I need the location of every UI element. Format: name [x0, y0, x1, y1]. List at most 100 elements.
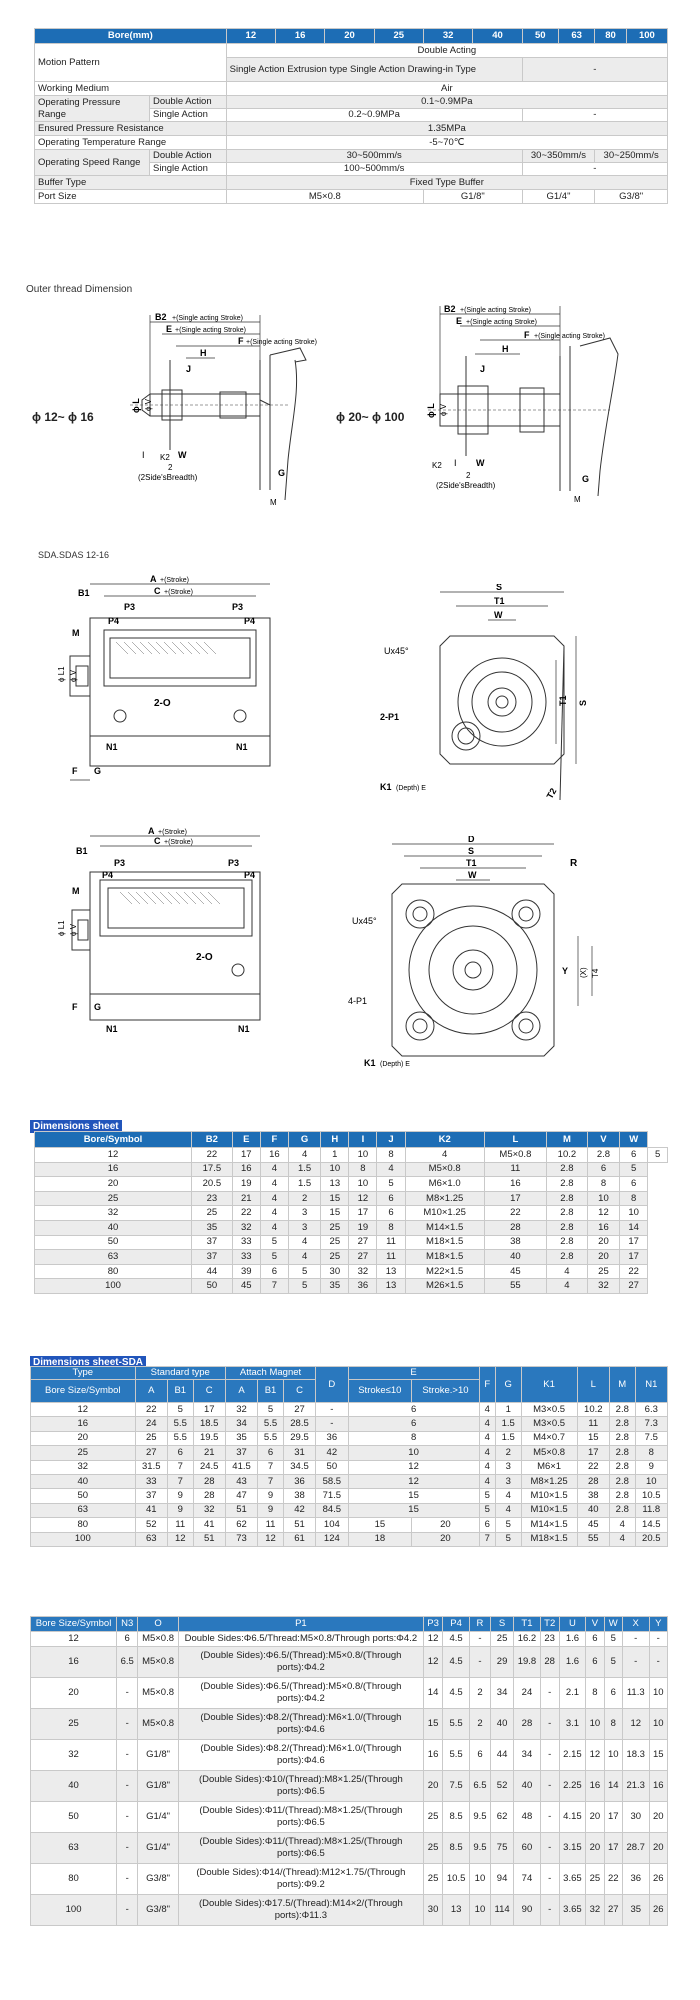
p1-cell: 28 — [513, 1708, 541, 1740]
p1-cell: 35 — [621, 1894, 650, 1926]
spec-header-cell: 63 — [557, 28, 596, 44]
dims-cell: 32 — [586, 1278, 621, 1294]
p1-cell: 16 — [422, 1739, 444, 1771]
p1-cell: - — [648, 1646, 669, 1678]
p1-header-cell: Bore Size/Symbol — [29, 1616, 118, 1632]
sda2-c: C — [154, 836, 161, 846]
dims-header-cell: I — [348, 1131, 378, 1148]
p1-cell: - — [539, 1708, 560, 1740]
p1-row: 80-G3/8"(Double Sides):Φ14/(Thread):M12×… — [29, 1863, 669, 1895]
dims-cell: 32 — [34, 1205, 192, 1221]
sda-side-view-upper: A +(Stroke) C +(Stroke) B1 P3 P3 P4 P4 M… — [57, 574, 271, 781]
p1-cell: 40 — [29, 1770, 118, 1802]
p1-cell: - — [116, 1708, 139, 1740]
p1-cell: G1/8" — [137, 1739, 179, 1771]
sda2-f: F — [72, 1002, 78, 1012]
dims-cell: 10 — [348, 1176, 378, 1192]
sda1-p3-left: P3 — [124, 602, 135, 612]
p1-cell: 2.25 — [558, 1770, 587, 1802]
p1-cell: (Double Sides):Φ8.2/(Thread):M6×1.0/(Thr… — [177, 1739, 424, 1771]
dims-cell: 44 — [191, 1263, 233, 1280]
p1-cell: 25 — [422, 1832, 444, 1864]
dims-cell: 2.8 — [546, 1234, 588, 1251]
dims-cell: 10 — [320, 1161, 350, 1178]
dims-cell: 1.5 — [287, 1161, 322, 1178]
p1-cell: 17 — [603, 1801, 623, 1833]
ot-left-m: M — [270, 498, 277, 507]
sda1-a-note: +(Stroke) — [160, 577, 189, 584]
p1-header-cell: R — [468, 1616, 492, 1632]
sda-th-magnet: Attach Magnet — [224, 1366, 317, 1380]
sda-cell: 3 — [494, 1459, 522, 1475]
sda-cell: M14×1.5 — [520, 1517, 578, 1533]
sda-th-a2: A — [224, 1379, 259, 1403]
p1-cell: 48 — [513, 1801, 541, 1833]
p1-cell: - — [539, 1770, 560, 1802]
sda2-a: A — [148, 826, 155, 836]
sda-cell: 100 — [30, 1531, 136, 1547]
dims-cell: 5 — [619, 1161, 649, 1178]
p1-cell: 28.7 — [621, 1832, 650, 1864]
dims-cell: 13 — [320, 1176, 350, 1192]
dims-cell: 20 — [586, 1234, 621, 1251]
ot-right-m: M — [574, 495, 581, 504]
dims-cell: 50 — [191, 1278, 233, 1294]
sda-cell: 10.5 — [634, 1488, 669, 1504]
dims-header-cell: J — [376, 1131, 406, 1148]
sda-th-a: A — [134, 1379, 168, 1403]
sda-cell: 11 — [576, 1416, 610, 1432]
sda2-t4: T4 — [591, 968, 600, 978]
dims-cell: 13 — [376, 1263, 406, 1280]
sda-cell: 2.8 — [608, 1488, 636, 1504]
p1-cell: 9.5 — [468, 1801, 492, 1833]
p1-cell: (Double Sides):Φ10/(Thread):M8×1.25/(Thr… — [177, 1770, 424, 1802]
p1-cell: 20 — [29, 1677, 118, 1709]
sda1-t2: T2 — [545, 786, 559, 800]
p1-cell: 63 — [29, 1832, 118, 1864]
sda-th-e: E — [347, 1366, 480, 1380]
sda-cell: 71.5 — [315, 1488, 349, 1504]
spec-value-cell: G3/8" — [594, 189, 668, 204]
sda-cell: 12 — [166, 1531, 194, 1547]
dims-cell: 4 — [259, 1161, 289, 1178]
sda-cell: 29.5 — [282, 1430, 317, 1447]
ot-left-k2: K2 — [160, 453, 170, 462]
sda-cell: 124 — [315, 1531, 349, 1547]
dims-cell: 17.5 — [191, 1161, 233, 1178]
dims-cell: 32 — [348, 1263, 378, 1280]
sda-cell: 20 — [411, 1531, 480, 1547]
p1-cell: 32 — [585, 1894, 605, 1926]
dims-cell: 10.2 — [546, 1147, 588, 1163]
p1-row: 20-M5×0.8(Double Sides):Φ6.5/(Thread):M5… — [29, 1677, 669, 1709]
ot-left-l: ϕ L — [131, 398, 141, 413]
outer-thread-right-bore: ϕ 20~ ϕ 100 — [336, 410, 405, 424]
p1-cell: 6 — [603, 1677, 623, 1709]
dims-cell: 11 — [376, 1234, 406, 1251]
dims-header-cell: E — [231, 1131, 261, 1148]
p1-cell: - — [539, 1894, 560, 1926]
p1-cell: 12 — [422, 1631, 444, 1647]
dims-cell: 35 — [320, 1278, 350, 1294]
p1-cell: 10 — [648, 1708, 669, 1740]
sda-cell: 40 — [30, 1473, 136, 1490]
p1-cell: 27 — [603, 1894, 623, 1926]
dims-header-cell: G — [287, 1131, 322, 1148]
sda-cell: 15 — [347, 1517, 413, 1533]
sda-cell: 4 — [608, 1531, 636, 1547]
spec-value-cell: 30~500mm/s — [225, 149, 523, 163]
p1-cell: G3/8" — [137, 1894, 179, 1926]
dims-cell: 25 — [586, 1263, 621, 1280]
p1-cell: 6 — [116, 1631, 139, 1647]
sda-cell: 17 — [576, 1445, 610, 1461]
dims-cell: 40 — [483, 1249, 548, 1265]
ot-right-j: J — [480, 364, 485, 374]
p1-cell: M5×0.8 — [137, 1646, 179, 1678]
p1-cell: - — [116, 1770, 139, 1802]
dims-cell: 25 — [320, 1219, 350, 1236]
